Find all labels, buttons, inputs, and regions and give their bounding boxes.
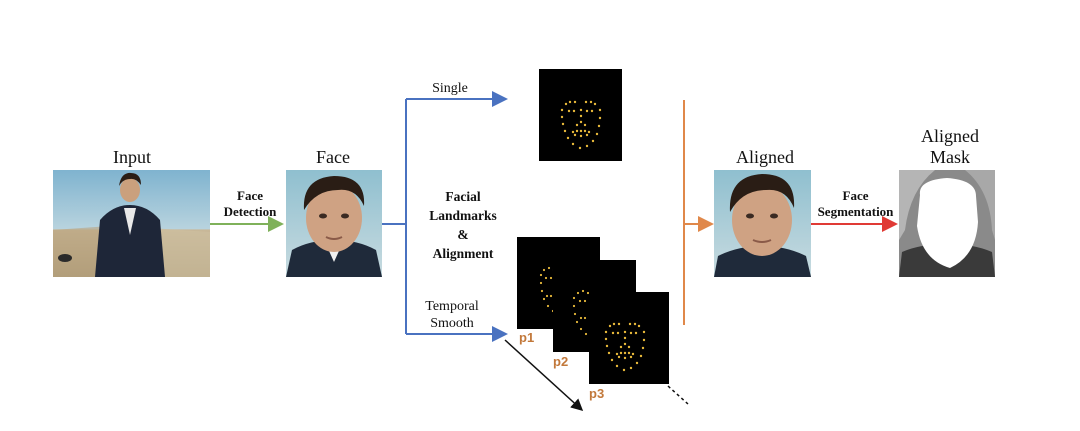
face-label: Face [316,147,350,167]
single-landmark-plot [539,69,622,161]
frame-label-p1: p1 [519,330,535,345]
frame-label-p2: p2 [553,354,569,369]
aligned-label: Aligned [736,147,794,167]
aligned-face-image [714,170,811,277]
input-label: Input [113,147,151,167]
face-detection-label: Face Detection [223,188,277,219]
face-image [286,170,382,277]
time-continuation-dashes [667,385,689,405]
aligned-mask-image [899,170,995,277]
aligned-mask-label: Aligned Mask [921,126,979,167]
input-image [53,170,210,277]
single-label: Single [432,81,468,96]
temporal-frame-p3 [589,292,669,384]
temporal-smooth-label: Temporal Smooth [425,299,479,331]
landmark-branch-lines [382,91,508,342]
time-arrow [504,339,584,412]
frame-label-p3: p3 [589,386,605,401]
face-segmentation-label: Face Segmentation [817,188,894,219]
merge-line [683,100,714,325]
facial-landmarks-label: Facial Landmarks & Alignment [429,189,497,261]
